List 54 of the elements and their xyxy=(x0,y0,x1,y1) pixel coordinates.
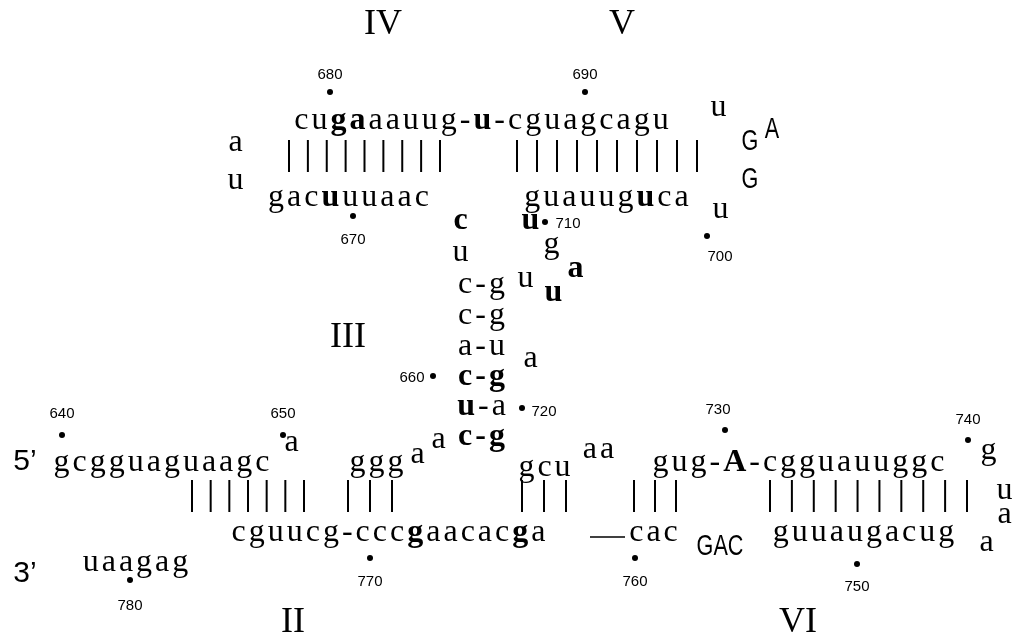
domain-label: II xyxy=(281,602,305,636)
sequence-text: a xyxy=(284,424,302,456)
position-number: 710 xyxy=(555,214,581,230)
sequence-text: a xyxy=(410,436,428,468)
sequence-text: G xyxy=(741,163,759,193)
domain-label: V xyxy=(609,4,635,40)
domain-label: IV xyxy=(364,4,402,40)
position-number: 640 xyxy=(49,404,75,420)
position-number: 760 xyxy=(622,572,648,588)
sequence-text: c-g xyxy=(458,418,508,450)
sequence-text: cac xyxy=(629,514,681,546)
sequence-text: c xyxy=(453,202,471,234)
sequence-text: a xyxy=(979,524,997,556)
sequence-text: u xyxy=(712,191,732,223)
sequence-text: gacuuuaac xyxy=(268,179,432,211)
sequence-text: aa xyxy=(582,431,618,463)
sequence-text: gcgguaguaagc xyxy=(53,444,273,476)
position-number: 650 xyxy=(270,404,296,420)
sequence-text: u xyxy=(544,274,566,306)
sequence-text: ggg xyxy=(349,444,407,476)
position-number: 770 xyxy=(357,572,383,588)
sequence-text: uaagag xyxy=(82,544,192,576)
position-number: 660 xyxy=(399,368,425,384)
sequence-text: a xyxy=(431,421,449,453)
sequence-text: cugaaauug-u-cguagcagu xyxy=(294,102,672,134)
sequence-text: u xyxy=(517,260,537,292)
sequence-text: cguucg-cccgaacacga xyxy=(231,514,549,546)
sequence-text: u xyxy=(452,234,472,266)
position-number: 670 xyxy=(340,230,366,246)
position-number: 690 xyxy=(572,65,598,81)
sequence-text: c-g xyxy=(458,266,508,298)
position-number: 730 xyxy=(705,400,731,416)
sequence-text: gcu xyxy=(518,449,574,481)
strand-end-label: 5’ xyxy=(13,445,37,475)
position-number: 780 xyxy=(117,596,143,612)
sequence-text: guuaugacug xyxy=(772,514,958,546)
domain-label: VI xyxy=(779,602,817,636)
position-number: 750 xyxy=(844,577,870,593)
sequence-text: a xyxy=(523,340,541,372)
sequence-text: a xyxy=(567,250,587,282)
strand-end-label: 3’ xyxy=(13,557,37,587)
sequence-text: u xyxy=(227,162,247,194)
sequence-text: a xyxy=(228,124,246,156)
position-number: 720 xyxy=(531,402,557,418)
domain-label: III xyxy=(330,317,366,353)
sequence-text: gug-A-cgguauuggc xyxy=(652,444,948,476)
sequence-text: u xyxy=(710,89,730,121)
sequence-text: A xyxy=(764,113,780,143)
position-number: 700 xyxy=(707,247,733,263)
sequence-text: G xyxy=(741,125,759,155)
sequence-text: g xyxy=(980,432,1000,464)
position-number: 680 xyxy=(317,65,343,81)
sequence-text: GAC xyxy=(696,530,744,560)
position-number: 740 xyxy=(955,410,981,426)
